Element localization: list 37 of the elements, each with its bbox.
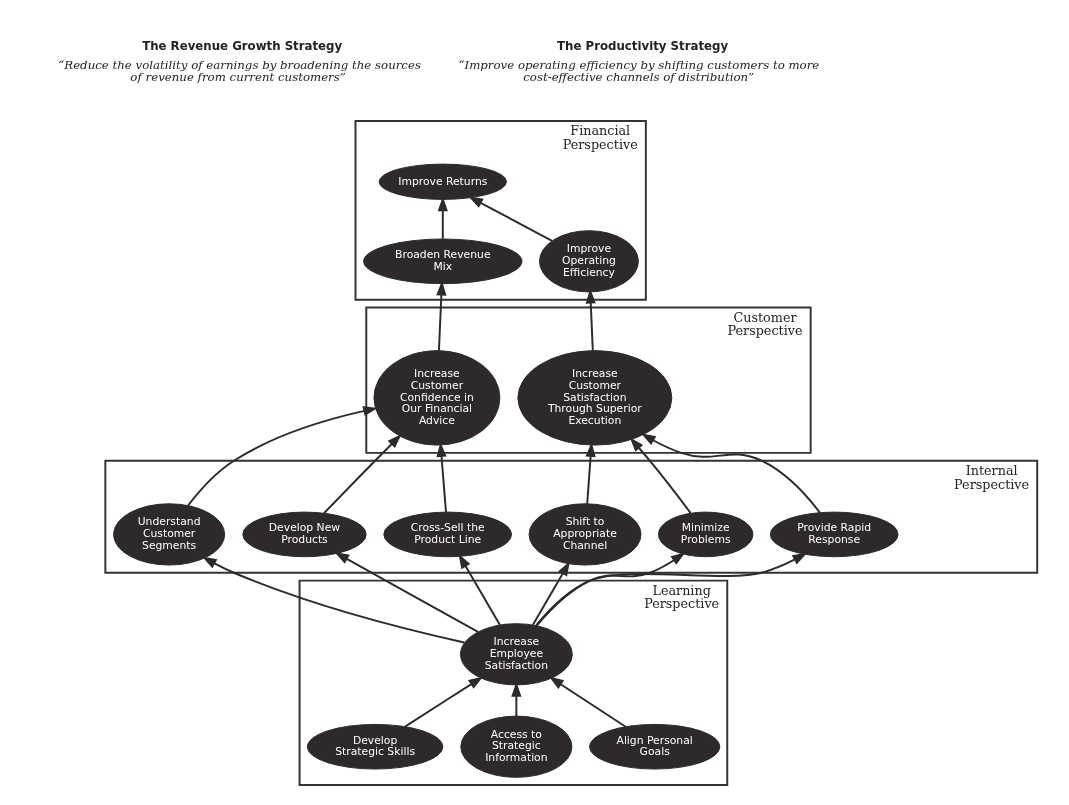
label: “Improve operating efficiency by shifting customers to more cost-effective channels of distribution” [457,58,819,84]
arrow [437,196,448,240]
arrow [534,552,807,627]
node-ellipse: Provide Rapid Response [769,511,899,558]
node-ellipse: Cross-Sell the Product Line [382,511,512,558]
arrow [435,280,446,352]
arrow [467,196,553,242]
arrow [333,552,479,633]
node-ellipse: Increase Customer Confidence in Our Financial Advice [372,350,500,446]
node-ellipse: Broaden Revenue Mix [362,238,522,285]
arrow [629,437,692,515]
arrow [186,406,378,507]
label: The Productivity Strategy [556,39,728,54]
arrow [322,433,402,515]
arrow [403,676,483,728]
node-ellipse: Align Personal Goals [588,723,720,770]
arrow [201,556,465,644]
arrow [457,553,501,627]
arrow [531,561,570,627]
node-ellipse: Develop Strategic Skills [306,723,443,770]
arrow [510,682,522,718]
label: The Revenue Growth Strategy [141,39,342,54]
arrow [584,442,596,505]
node-ellipse: Increase Employee Satisfaction [459,623,573,686]
arrow [585,288,596,352]
arrow [435,442,447,514]
arrow [548,676,627,728]
node-ellipse: Improve Operating Efficiency [538,230,639,293]
node-ellipse: Shift to Appropriate Channel [528,503,641,566]
node-ellipse: Improve Returns [378,163,507,200]
node-ellipse: Develop New Products [241,511,367,558]
label: “Reduce the volatility of earnings by broadening the sources of revenue from current customers” [57,58,421,84]
node-ellipse: Understand Customer Segments [112,503,225,566]
node-ellipse: Minimize Problems [657,511,753,558]
arrow [640,433,821,514]
arrow [535,552,685,627]
node-ellipse: Access to Strategic Information [459,715,572,778]
